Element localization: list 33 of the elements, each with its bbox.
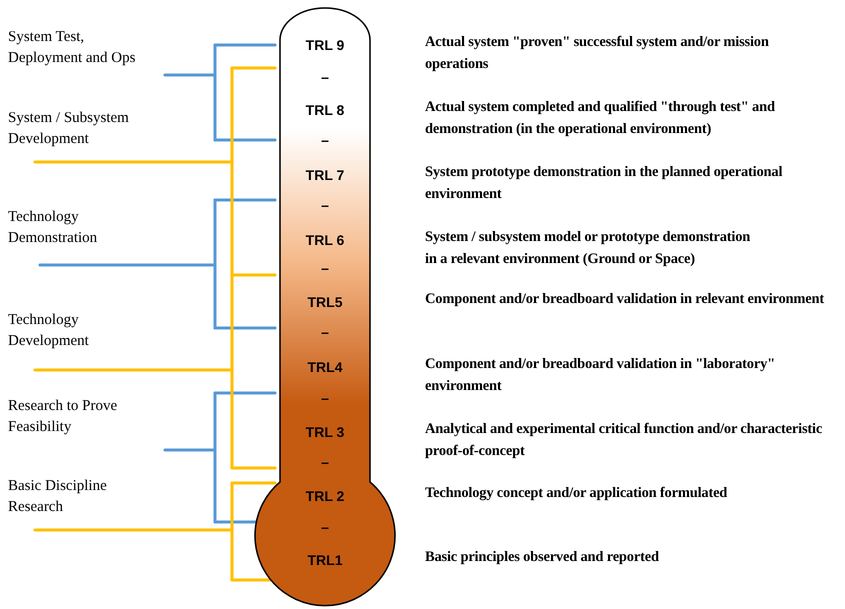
level-description: Analytical and experimental critical function and/or characteristic proof-of-concept xyxy=(425,420,824,461)
level-label: TRL 8 xyxy=(285,101,365,119)
separator-dash: – xyxy=(320,260,330,276)
level-description: Technology concept and/or application formulated xyxy=(425,484,728,503)
level-description: Component and/or breadboard validation in relevant environment xyxy=(425,290,826,309)
phase-label: System / Subsystem Development xyxy=(8,109,130,149)
level-label: TRL 7 xyxy=(285,166,365,184)
phase-label: Technology Development xyxy=(8,311,90,351)
level-description: Actual system completed and qualified "through test" and demonstration (in the operational environment) xyxy=(425,98,776,139)
separator-dash: – xyxy=(320,390,330,406)
separator-dash: – xyxy=(320,197,330,213)
level-description: Actual system "proven" successful system and/or mission operations xyxy=(425,33,770,74)
level-label: TRL 6 xyxy=(285,231,365,249)
level-description: System prototype demonstration in the planned operational environment xyxy=(425,163,784,204)
thermometer xyxy=(254,7,396,606)
separator-dash: – xyxy=(320,69,330,85)
level-label: TRL5 xyxy=(285,293,365,311)
separator-dash: – xyxy=(320,519,330,535)
phase-label: System Test, Deployment and Ops xyxy=(8,28,136,68)
level-description: System / subsystem model or prototype demonstration in a relevant environment (Ground or Space) xyxy=(425,228,752,269)
separator-dash: – xyxy=(320,454,330,470)
level-label: TRL 9 xyxy=(285,36,365,54)
level-label: TRL 3 xyxy=(285,423,365,441)
level-description: Component and/or breadboard validation in "laboratory" environment xyxy=(425,355,776,396)
phase-label: Research to Prove Feasibility xyxy=(8,397,118,437)
level-label: TRL4 xyxy=(285,358,365,376)
level-label: TRL 2 xyxy=(285,487,365,505)
phase-label: Basic Discipline Research xyxy=(8,477,108,517)
level-label: TRL1 xyxy=(285,551,365,569)
phase-label: Technology Demonstration xyxy=(8,208,98,248)
separator-dash: – xyxy=(320,132,330,148)
separator-dash: – xyxy=(320,324,330,340)
level-description: Basic principles observed and reported xyxy=(425,548,660,567)
